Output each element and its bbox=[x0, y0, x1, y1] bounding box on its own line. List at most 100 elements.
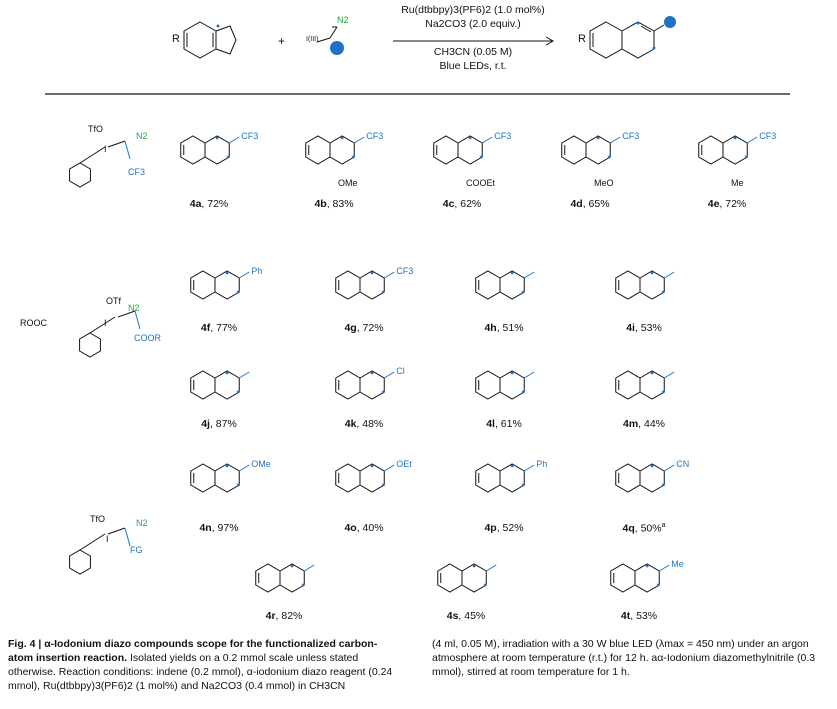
product-4k-substituent: Cl bbox=[396, 366, 405, 376]
product-yield: , 44% bbox=[638, 418, 666, 430]
product-4a-structure: CF3 bbox=[180, 131, 258, 165]
product-label-4q: 4q, 50%a bbox=[622, 522, 665, 535]
product-id: 4d bbox=[570, 198, 583, 210]
reagent3-fg: FG bbox=[130, 545, 143, 555]
product-yield: , 72% bbox=[201, 198, 229, 210]
product-label-4l: 4l, 61% bbox=[486, 418, 522, 430]
reagent2-ester: ROOC bbox=[20, 318, 47, 328]
product-yield: , 45% bbox=[458, 610, 486, 622]
product-label-4i: 4i, 53% bbox=[626, 322, 662, 334]
product-label-4j: 4j, 87% bbox=[201, 418, 237, 430]
product-4f-substituent: Ph bbox=[251, 266, 262, 276]
reagent1-iodine: I bbox=[104, 144, 107, 154]
product-label-4t: 4t, 53% bbox=[621, 610, 657, 622]
product-4r-structure bbox=[255, 563, 315, 593]
product-4e-substituent: CF3 bbox=[759, 131, 776, 141]
product-yield: , 51% bbox=[496, 322, 524, 334]
base-condition: Na2CO3 (2.0 equiv.) bbox=[425, 18, 521, 30]
product-4o-structure: OEt bbox=[335, 459, 412, 493]
product-id: 4n bbox=[199, 522, 212, 534]
reagent-n2-label: N2 bbox=[337, 15, 349, 25]
product-4b-side-group: OMe bbox=[338, 178, 358, 188]
product-4f-structure: Ph bbox=[190, 266, 262, 300]
product-structure bbox=[589, 21, 665, 59]
product-4n-structure: OMe bbox=[190, 459, 271, 493]
reagent-structure bbox=[316, 26, 338, 43]
product-4g-substituent: CF3 bbox=[396, 266, 413, 276]
product-4e-side-group: Me bbox=[731, 178, 744, 188]
product-r-label: R bbox=[578, 33, 586, 45]
product-yield: , 48% bbox=[356, 418, 384, 430]
product-label-4p: 4p, 52% bbox=[484, 522, 523, 534]
product-label-4m: 4m, 44% bbox=[623, 418, 665, 430]
product-blue-dot bbox=[664, 16, 676, 28]
catalyst-condition: Ru(dtbbpy)3(PF6)2 (1.0 mol%) bbox=[401, 4, 545, 16]
plus-sign: + bbox=[278, 34, 286, 48]
reagent1-n2: N2 bbox=[136, 131, 148, 141]
reagent2-iodine: I bbox=[104, 318, 107, 328]
product-4d-side-group: MeO bbox=[594, 178, 614, 188]
r-group-label: R bbox=[172, 33, 180, 45]
product-yield: , 77% bbox=[210, 322, 238, 334]
product-id: 4e bbox=[707, 198, 720, 210]
product-yield: , 53% bbox=[634, 322, 662, 334]
product-label-4c: 4c, 62% bbox=[443, 198, 482, 210]
product-yield: , 72% bbox=[356, 322, 384, 334]
reagent1-fg: CF3 bbox=[128, 167, 146, 177]
figure-caption-right: (4 ml, 0.05 M), irradiation with a 30 W … bbox=[432, 637, 832, 679]
caption-right-text: (4 ml, 0.05 M), irradiation with a 30 W … bbox=[432, 638, 816, 678]
product-id: 4p bbox=[484, 522, 497, 534]
product-id: 4j bbox=[201, 418, 210, 430]
product-label-4h: 4h, 51% bbox=[484, 322, 523, 334]
figure-caption-left: Fig. 4 | α-Iodonium diazo compounds scop… bbox=[8, 637, 400, 693]
product-4c-side-group: COOEt bbox=[466, 178, 496, 188]
reagent3-n2: N2 bbox=[136, 518, 148, 528]
light-condition: Blue LEDs, r.t. bbox=[439, 60, 507, 72]
caption-left-text: Isolated yields on a 0.2 mmol scale unle… bbox=[8, 652, 393, 692]
product-id: 4i bbox=[626, 322, 635, 334]
product-yield: , 65% bbox=[582, 198, 610, 210]
reagent2-fg: COOR bbox=[134, 333, 161, 343]
product-label-4n: 4n, 97% bbox=[199, 522, 238, 534]
product-label-4g: 4g, 72% bbox=[344, 322, 383, 334]
caption-title: Fig. 4 | α-Iodonium diazo compounds scop… bbox=[8, 638, 378, 664]
product-id: 4h bbox=[484, 322, 497, 334]
product-label-4s: 4s, 45% bbox=[447, 610, 486, 622]
reagent3-iodine: I bbox=[106, 534, 109, 544]
reagent1-structure bbox=[69, 140, 131, 188]
product-id: 4r bbox=[265, 610, 276, 622]
product-yield: , 82% bbox=[275, 610, 303, 622]
product-yield: , 50% bbox=[634, 522, 662, 535]
product-id: 4o bbox=[344, 522, 357, 534]
product-4b-substituent: CF3 bbox=[366, 131, 383, 141]
product-label-4b: 4b, 83% bbox=[314, 198, 353, 210]
product-4l-structure bbox=[475, 370, 535, 400]
reagent2-n2: N2 bbox=[128, 303, 140, 313]
product-label-4r: 4r, 82% bbox=[266, 610, 303, 622]
product-yield: , 83% bbox=[326, 198, 354, 210]
product-id: 4m bbox=[622, 418, 639, 430]
product-id: 4t bbox=[620, 610, 631, 622]
product-id: 4q bbox=[622, 522, 635, 535]
product-4d-substituent: CF3 bbox=[622, 131, 639, 141]
product-yield: , 61% bbox=[494, 418, 522, 430]
product-id: 4k bbox=[344, 418, 357, 430]
reagent3-otf: TfO bbox=[90, 514, 105, 524]
product-label-4k: 4k, 48% bbox=[345, 418, 384, 430]
product-4j-structure bbox=[190, 370, 250, 400]
product-yield: , 87% bbox=[209, 418, 237, 430]
product-yield: , 97% bbox=[211, 522, 239, 534]
product-4t-structure: Me bbox=[610, 559, 684, 593]
fg-blue-dot bbox=[330, 41, 344, 55]
solvent-condition: CH3CN (0.05 M) bbox=[433, 46, 513, 58]
product-yield: , 62% bbox=[454, 198, 482, 210]
product-yield: , 52% bbox=[496, 522, 524, 534]
product-yield: , 72% bbox=[719, 198, 747, 210]
product-4q-substituent: CN bbox=[676, 459, 689, 469]
product-4i-structure bbox=[615, 270, 675, 300]
product-4t-substituent: Me bbox=[671, 559, 684, 569]
product-label-4f: 4f, 77% bbox=[201, 322, 237, 334]
